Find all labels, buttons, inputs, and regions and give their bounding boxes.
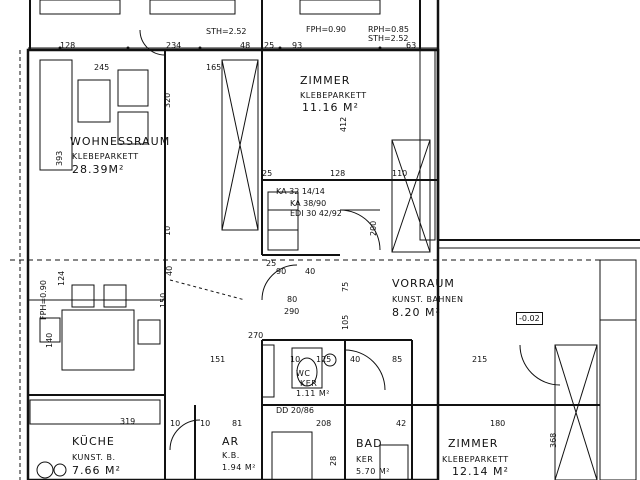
room-zimmer2-name: ZIMMER	[448, 437, 499, 450]
room-wc-area: 1.11 M²	[296, 389, 330, 398]
dimension-label: 28	[329, 455, 338, 466]
room-kueche-name: KÜCHE	[72, 435, 115, 448]
dimension-label: 110	[392, 169, 408, 178]
dimension-label: 151	[210, 355, 226, 364]
room-vorraum-name: VORRAUM	[392, 277, 455, 290]
dimension-label: 10	[200, 419, 211, 428]
dimension-label: 40	[350, 355, 361, 364]
dimension-label: 150	[159, 292, 168, 308]
fph-annotation-top: FPH=0.90	[306, 25, 346, 34]
dimension-label: 290	[284, 307, 300, 316]
dimension-label: 245	[94, 63, 110, 72]
dd-annotation: DD 20/86	[276, 406, 314, 415]
dimension-label: 270	[248, 331, 264, 340]
ka-annotation-1: KA 32 14/14	[276, 187, 325, 196]
room-vorraum-area: 8.20 M²	[392, 306, 441, 319]
dimension-label: 234	[166, 41, 182, 50]
sth-annotation-left: STH=2.52	[206, 27, 247, 36]
dimension-label: 40	[305, 267, 316, 276]
dimension-label: 10	[163, 225, 172, 236]
room-kueche-area: 7.66 M²	[72, 464, 121, 477]
dimension-label: 10	[290, 355, 301, 364]
room-bad-name: BAD	[356, 437, 383, 450]
level-annotation: -0.02	[516, 312, 543, 325]
room-zimmer1-area: 11.16 M²	[302, 101, 359, 114]
room-kueche-floor: KUNST. B.	[72, 453, 116, 462]
dimension-label: 25	[266, 259, 277, 268]
dimension-label: 80	[287, 295, 298, 304]
room-ar-floor: K.B.	[222, 451, 240, 460]
dimension-label: 320	[163, 92, 172, 108]
dimension-label: 412	[339, 116, 348, 132]
room-zimmer1-floor: KLEBEPARKETT	[300, 91, 367, 100]
room-wc-floor: KER	[300, 379, 318, 388]
room-zimmer2-floor: KLEBEPARKETT	[442, 455, 509, 464]
dimension-label: 93	[292, 41, 303, 50]
dimension-label: 368	[549, 432, 558, 448]
dimension-label: 165	[206, 63, 222, 72]
room-wohnessraum-name: WOHNESSRAUM	[70, 135, 171, 148]
edi-annotation: EDI 30 42/92	[290, 209, 342, 218]
room-ar-area: 1.94 M²	[222, 463, 256, 472]
dimension-label: 25	[262, 169, 273, 178]
dimension-label: 215	[472, 355, 488, 364]
room-wohnessraum-floor: KLEBEPARKETT	[72, 152, 139, 161]
dimension-label: 105	[341, 314, 350, 330]
room-vorraum-floor: KUNST. BAHNEN	[392, 295, 464, 304]
dimension-label: 42	[396, 419, 407, 428]
dimension-label: 90	[276, 267, 287, 276]
dimension-label: 48	[240, 41, 251, 50]
ka-annotation-2: KA 38/90	[290, 199, 327, 208]
dimension-label: 200	[369, 220, 378, 236]
dimension-label: 319	[120, 417, 136, 426]
dimension-label: 128	[60, 41, 76, 50]
dimension-label: 81	[232, 419, 243, 428]
room-ar-name: AR	[222, 435, 240, 448]
dimension-label: 128	[330, 169, 346, 178]
dimension-label: 25	[264, 41, 275, 50]
dimension-label: 180	[490, 419, 506, 428]
dimension-label: 208	[316, 419, 332, 428]
room-zimmer2-area: 12.14 M²	[452, 465, 509, 478]
dimension-label: 75	[341, 281, 350, 292]
dimension-label: 125	[316, 355, 332, 364]
room-bad-floor: KER	[356, 455, 374, 464]
fph-annotation-side: FPH=0.90	[39, 280, 48, 320]
room-wohnessraum-area: 28.39M²	[72, 163, 125, 176]
dimension-label: 85	[392, 355, 403, 364]
dimension-label: 124	[57, 270, 66, 286]
rph-annotation: RPH=0.85	[368, 25, 409, 34]
sth-annotation-right: STH=2.52	[368, 34, 409, 43]
dimension-label: 63	[406, 41, 417, 50]
room-bad-area: 5.70 M²	[356, 467, 390, 476]
dimension-label: 393	[55, 150, 64, 166]
dimension-label: 40	[165, 265, 174, 276]
room-wc-name: WC	[296, 369, 311, 378]
dimension-label: 140	[45, 332, 54, 348]
outer-wall	[26, 48, 440, 480]
dimension-label: 10	[170, 419, 181, 428]
room-zimmer1-name: ZIMMER	[300, 74, 351, 87]
